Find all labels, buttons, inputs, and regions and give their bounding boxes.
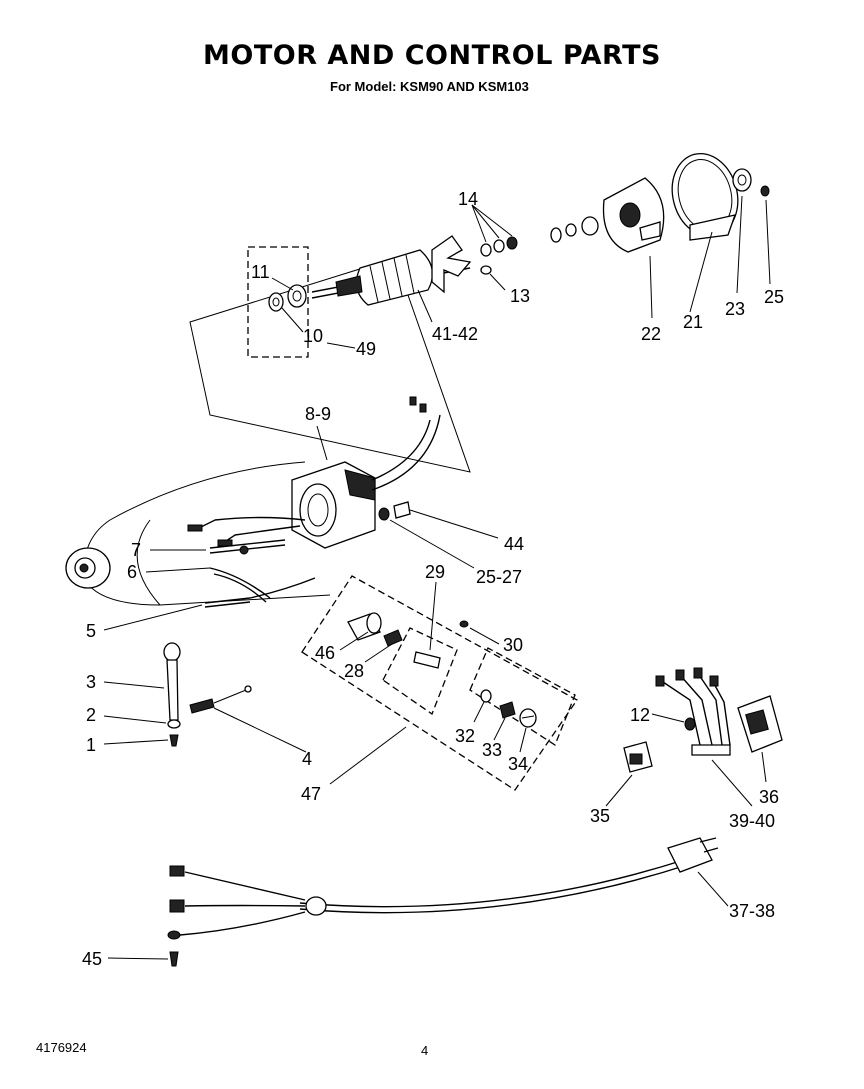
- callout-30: 30: [503, 635, 523, 655]
- callout-41-42: 41-42: [432, 324, 478, 344]
- callout-14: 14: [458, 189, 478, 209]
- callout-34: 34: [508, 754, 528, 774]
- callout-23: 23: [725, 299, 745, 319]
- washer-10: [268, 292, 284, 312]
- document-number: 4176924: [36, 1040, 87, 1055]
- callout-39-40: 39-40: [729, 811, 775, 831]
- washer-14c: [506, 236, 518, 250]
- brush-holder-44: [393, 501, 411, 519]
- leader-lines: [103, 195, 771, 960]
- callout-25-27: 25-27: [476, 567, 522, 587]
- callout-46: 46: [315, 643, 335, 663]
- screw-45: [169, 951, 179, 967]
- callout-12: 12: [630, 705, 650, 725]
- callout-47: 47: [301, 784, 321, 804]
- armature-41-42: [335, 235, 472, 306]
- spring-4: [189, 685, 252, 714]
- washer-2: [167, 719, 181, 729]
- armature-kit-outline: [189, 257, 471, 473]
- housing-front-cap: [65, 547, 111, 589]
- governor-kit-outline: [382, 627, 458, 716]
- callout-29: 29: [425, 562, 445, 582]
- callout-28: 28: [344, 661, 364, 681]
- field-assembly-8-9: [187, 396, 441, 549]
- callout-37-38: 37-38: [729, 901, 775, 921]
- brush-5: [204, 597, 251, 604]
- control-board-36: [737, 695, 783, 753]
- callout-4: 4: [302, 749, 312, 769]
- knob-34: [519, 708, 537, 728]
- rod-7: [209, 539, 286, 549]
- speed-control-kit-outline: [301, 575, 578, 791]
- clip-13: [480, 265, 492, 275]
- page-title: MOTOR AND CONTROL PARTS: [203, 40, 661, 71]
- spring-28: [383, 629, 403, 647]
- callout-2: 2: [86, 705, 96, 725]
- callout-11: 11: [251, 262, 270, 282]
- callout-44: 44: [504, 534, 524, 554]
- power-cord-37-38: [167, 837, 719, 940]
- callout-13: 13: [510, 286, 530, 306]
- callout-32: 32: [455, 726, 475, 746]
- callout-10: 10: [303, 326, 323, 346]
- callout-45: 45: [82, 949, 102, 969]
- screw-30: [459, 620, 469, 628]
- nut-25-27: [378, 507, 390, 521]
- washer-23: [732, 168, 752, 192]
- page-number: 4: [421, 1043, 429, 1058]
- washer-14b: [493, 239, 505, 253]
- grommet-12: [684, 717, 696, 731]
- spring-33: [499, 701, 516, 719]
- bearing-11: [287, 284, 307, 308]
- contact-29: [413, 651, 441, 669]
- lever-3: [163, 642, 181, 721]
- end-bell-22: [550, 177, 665, 253]
- callout-8-9: 8-9: [305, 404, 331, 424]
- callout-7: 7: [131, 540, 141, 560]
- callout-36: 36: [759, 787, 779, 807]
- callout-25: 25: [764, 287, 784, 307]
- screw-1: [169, 734, 179, 747]
- nut-25: [760, 185, 770, 197]
- switch-harness-39-40: [655, 667, 731, 756]
- callout-35: 35: [590, 806, 610, 826]
- motor-cover-ring-21: [671, 152, 739, 241]
- callout-3: 3: [86, 672, 96, 692]
- callout-5: 5: [86, 621, 96, 641]
- tube-46: [347, 612, 382, 641]
- ball-32: [480, 689, 492, 703]
- callout-1: 1: [86, 735, 96, 755]
- connector-35: [623, 741, 653, 773]
- callout-49: 49: [356, 339, 376, 359]
- callout-21: 21: [683, 312, 703, 332]
- motor-housing-outline: [83, 461, 331, 606]
- callout-6: 6: [127, 562, 137, 582]
- washer-14a: [480, 243, 492, 257]
- callout-22: 22: [641, 324, 661, 344]
- bearing-kit-dashed-box: [247, 246, 309, 358]
- callout-33: 33: [482, 740, 502, 760]
- model-subtitle: For Model: KSM90 AND KSM103: [330, 79, 529, 94]
